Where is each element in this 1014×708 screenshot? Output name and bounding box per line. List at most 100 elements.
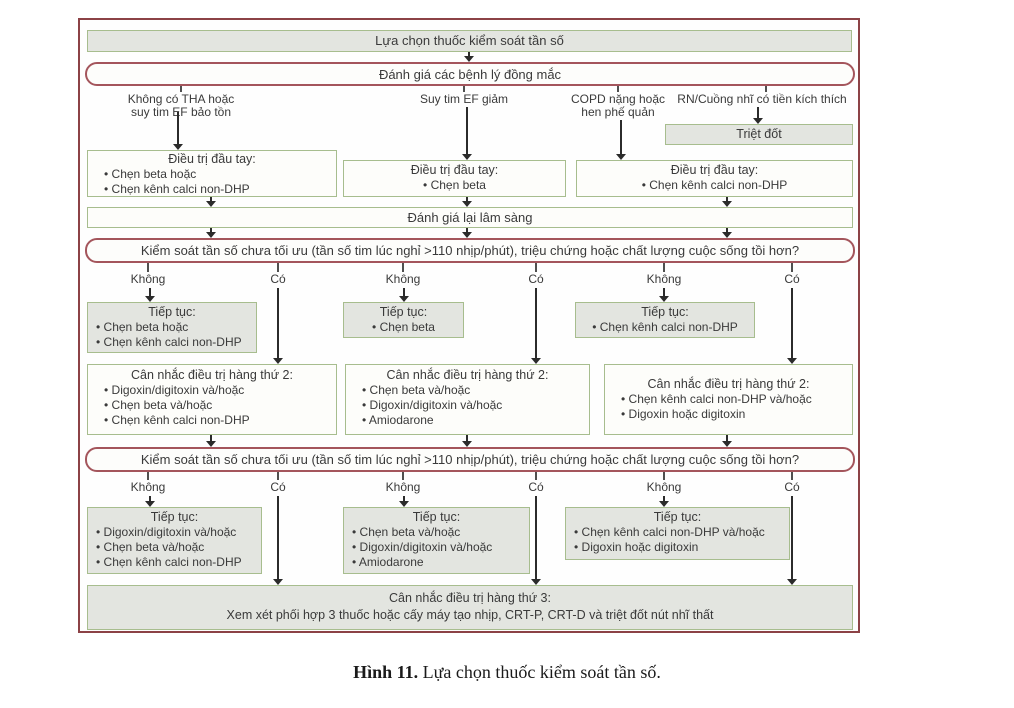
arrow-down	[206, 228, 216, 238]
connector-tick	[535, 472, 537, 480]
branch-label-copd: COPD nặng hoặc hen phế quản	[570, 92, 666, 119]
no-label: Không	[385, 272, 421, 286]
bullet-item: Chẹn beta và/hoặc	[344, 525, 529, 540]
arrow-down	[659, 288, 669, 302]
bullet-item: Chẹn kênh calci non-DHP	[577, 178, 852, 193]
reassess-text: Đánh giá lại lâm sàng	[407, 210, 533, 225]
connector-tick	[277, 263, 279, 272]
first-line-box-3: Điều trị đầu tay: Chẹn kênh calci non-DH…	[576, 160, 853, 197]
arrow-down	[462, 107, 472, 160]
connector-tick	[663, 263, 665, 272]
figure-caption-number: Hình 11.	[353, 662, 419, 682]
arrow-down	[462, 435, 472, 447]
arrowhead-icon	[531, 579, 541, 585]
branch-label-preexcitation: RN/Cuồng nhĩ có tiền kích thích	[677, 92, 847, 106]
second-line-box-1: Cân nhắc điều trị hàng thứ 2: Digoxin/di…	[87, 364, 337, 435]
continue-box-1: Tiếp tục: Chẹn beta hoặc Chẹn kênh calci…	[87, 302, 257, 353]
yes-label: Có	[528, 480, 544, 494]
arrow-down	[787, 496, 797, 585]
arrowhead-icon	[273, 358, 283, 364]
arrow-down	[273, 288, 283, 364]
arrowhead-icon	[206, 232, 216, 238]
arrowhead-icon	[462, 441, 472, 447]
connector-tick	[463, 86, 465, 92]
yes-label: Có	[784, 272, 800, 286]
arrow-down	[531, 496, 541, 585]
bullet-item: Digoxin hoặc digitoxin	[605, 407, 852, 422]
bullet-item: Chẹn kênh calci non-DHP và/hoặc	[566, 525, 789, 540]
bullet-item: Chẹn kênh calci non-DHP	[576, 320, 754, 335]
bullet-item: Chẹn kênh calci non-DHP	[88, 555, 261, 570]
arrow-down	[399, 496, 409, 507]
second-line-box-3: Cân nhắc điều trị hàng thứ 2: Chẹn kênh …	[604, 364, 853, 435]
box-title: Tiếp tục:	[641, 305, 689, 319]
arrowhead-icon	[145, 296, 155, 302]
bullet-item: Chẹn kênh calci non-DHP	[88, 182, 336, 197]
arrowhead-icon	[722, 232, 732, 238]
arrow-down	[145, 496, 155, 507]
bullet-item: Digoxin hoặc digitoxin	[566, 540, 789, 555]
arrowhead-icon	[399, 501, 409, 507]
arrowhead-icon	[145, 501, 155, 507]
connector-tick	[180, 86, 182, 92]
arrow-down	[206, 197, 216, 207]
bullet-item: Digoxin/digitoxin và/hoặc	[88, 383, 336, 398]
ablation-text: Triệt đốt	[736, 127, 782, 141]
box-title: Tiếp tục:	[148, 305, 196, 319]
reassess-bar: Đánh giá lại lâm sàng	[87, 207, 853, 228]
no-label: Không	[130, 272, 166, 286]
arrow-down	[462, 228, 472, 238]
connector-tick	[791, 263, 793, 272]
arrowhead-icon	[462, 232, 472, 238]
yes-label: Có	[270, 272, 286, 286]
yes-label: Có	[270, 480, 286, 494]
no-label: Không	[130, 480, 166, 494]
no-label: Không	[646, 272, 682, 286]
bullet-item: Digoxin/digitoxin và/hoặc	[346, 398, 589, 413]
bullet-item: Chẹn beta và/hoặc	[346, 383, 589, 398]
bullet-item: Chẹn kênh calci non-DHP	[88, 335, 256, 350]
arrowhead-icon	[659, 501, 669, 507]
yes-label: Có	[784, 480, 800, 494]
second-line-box-2: Cân nhắc điều trị hàng thứ 2: Chẹn beta …	[345, 364, 590, 435]
arrowhead-icon	[531, 358, 541, 364]
bullet-item: Amiodarone	[344, 555, 529, 570]
bullet-item: Chẹn beta	[344, 178, 565, 193]
arrow-down	[173, 112, 183, 150]
arrowhead-icon	[787, 358, 797, 364]
arrowhead-icon	[753, 118, 763, 124]
continue-box-2: Tiếp tục: Chẹn beta	[343, 302, 464, 338]
bullet-item: Chẹn beta hoặc	[88, 320, 256, 335]
bullet-item: Chẹn kênh calci non-DHP	[88, 413, 336, 428]
connector-tick	[791, 472, 793, 480]
connector-tick	[663, 472, 665, 480]
third-line-box: Cân nhắc điều trị hàng thứ 3: Xem xét ph…	[87, 585, 853, 630]
yes-label: Có	[528, 272, 544, 286]
arrowhead-icon	[206, 201, 216, 207]
connector-tick	[147, 263, 149, 272]
box-title: Điều trị đầu tay:	[168, 152, 256, 166]
no-label: Không	[385, 480, 421, 494]
arrowhead-icon	[462, 201, 472, 207]
box-title: Điều trị đầu tay:	[410, 163, 499, 177]
continue2-box-1: Tiếp tục: Digoxin/digitoxin và/hoặc Chẹn…	[87, 507, 262, 574]
bullet-item: Chẹn beta hoặc	[88, 167, 336, 182]
figure-caption-text: Lựa chọn thuốc kiểm soát tần số.	[418, 662, 661, 682]
connector-tick	[535, 263, 537, 272]
first-line-box-1: Điều trị đầu tay: Chẹn beta hoặc Chẹn kê…	[87, 150, 337, 197]
comorbidity-assessment-text: Đánh giá các bệnh lý đồng mắc	[378, 67, 562, 82]
arrow-down	[273, 496, 283, 585]
connector-tick	[277, 472, 279, 480]
continue2-box-3: Tiếp tục: Chẹn kênh calci non-DHP và/hoặ…	[565, 507, 790, 560]
branch-label-no-hta: Không có THA hoặc suy tim EF bảo tồn	[127, 92, 235, 119]
question-box-1: Kiểm soát tần số chưa tối ưu (tần số tim…	[85, 238, 855, 263]
question-text: Kiểm soát tần số chưa tối ưu (tần số tim…	[140, 243, 800, 258]
figure-caption: Hình 11. Lựa chọn thuốc kiểm soát tần số…	[0, 662, 1014, 683]
arrow-down	[206, 435, 216, 447]
arrow-down	[659, 496, 669, 507]
box-title: Tiếp tục:	[412, 510, 461, 524]
ablation-box: Triệt đốt	[665, 124, 853, 145]
arrowhead-icon	[722, 441, 732, 447]
branch-label-hfref: Suy tim EF giảm	[419, 92, 509, 106]
